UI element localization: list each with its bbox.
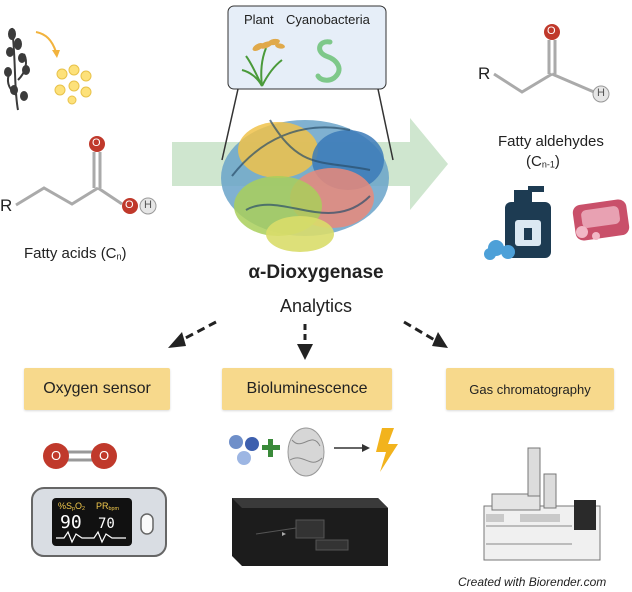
plant-icon (241, 47, 283, 87)
fatty-acid-o-top-label: O (92, 137, 101, 149)
oximeter-screen (52, 498, 132, 546)
oximeter-wave (56, 530, 126, 544)
fatty-acid-molecule (15, 152, 123, 207)
source-panel (227, 5, 387, 90)
spo2-sub2: 2 (82, 505, 86, 512)
fatty-aldehyde-h (592, 85, 610, 103)
bubbles-icon (484, 240, 515, 260)
substrate-dot-1 (229, 435, 243, 449)
spo2-prefix: %S (58, 501, 73, 511)
oximeter-pr-value: 70 (98, 516, 115, 532)
fatty-aldehyde-molecule (493, 40, 595, 94)
gas-chromatograph-icon (483, 447, 601, 561)
fatty-aldehyde-label-sub: n-1 (541, 159, 555, 170)
spo2-mid: O (75, 501, 83, 511)
fatty-acid-r-group: R (0, 196, 13, 215)
reaction-arrow-head (362, 444, 370, 452)
dashed-arrow-left-head (168, 332, 186, 348)
fatty-acid-label-sub: n (116, 251, 122, 262)
enzyme-icon (287, 427, 325, 477)
fatty-acid-label-suffix: ) (121, 245, 127, 262)
substrate-dot-3 (237, 451, 251, 465)
substrate-dot-2 (245, 437, 259, 451)
method-oxygen-sensor: Oxygen sensor (24, 368, 170, 410)
fatty-aldehyde-r-group: R (478, 64, 491, 83)
soap-bubbles-icon (576, 226, 600, 240)
fatty-acid-h (139, 197, 157, 215)
o2-atom-right-label: O (99, 448, 110, 463)
plate-reader-icon (232, 498, 388, 566)
grain-icon (252, 38, 285, 51)
protein-structure-icon (221, 119, 389, 252)
dashed-arrow-left (177, 320, 217, 344)
fatty-acid-h-label: H (144, 199, 152, 211)
enzyme-name: α-Dioxygenase (248, 262, 384, 283)
fatty-aldehyde-label-suffix: ) (554, 153, 560, 170)
curved-arrow-icon (35, 31, 57, 53)
enzyme-subtitle: Analytics (279, 296, 353, 316)
method-bioluminescence: Bioluminescence (222, 368, 392, 410)
fatty-acid-o-top (89, 136, 105, 152)
dashed-arrow-right-head (432, 332, 448, 348)
seeds-icon (54, 64, 92, 105)
credit-text: Created with Biorender.com (458, 575, 607, 589)
fatty-aldehyde-o (544, 24, 560, 40)
dashed-arrow-right (403, 320, 439, 344)
fatty-aldehyde-h-label: H (597, 87, 605, 99)
oximeter-spo2-value: 90 (60, 512, 82, 533)
herb-icon (4, 27, 30, 111)
fatty-aldehyde-o-label: O (547, 25, 556, 37)
spo2-sub1: p (72, 505, 76, 512)
method-gas-chromatography: Gas chromatography (446, 368, 614, 410)
fatty-acid-label: Fatty acids (Cn) (24, 245, 127, 262)
o2-atom-right (91, 443, 117, 469)
o2-atom-left-label: O (51, 448, 62, 463)
lightning-icon (376, 428, 398, 472)
fatty-aldehyde-label-line2: (Cn-1) (526, 153, 560, 170)
cyanobacteria-icon (315, 39, 342, 83)
fatty-aldehyde-label-prefix: (C (526, 153, 542, 170)
fatty-acid-label-prefix: Fatty acids (C (24, 245, 117, 262)
pr-sub: bpm (108, 505, 120, 512)
zoom-line-left (221, 88, 239, 161)
oximeter-spo2-label: %SpO2 (58, 501, 85, 512)
curved-arrow-head (52, 50, 60, 58)
fatty-aldehyde-label-line1: Fatty aldehydes (498, 133, 604, 150)
zoom-line-right (377, 88, 394, 161)
source-cyanobacteria-label: Cyanobacteria (286, 12, 370, 27)
o2-atom-left (43, 443, 69, 469)
pr-prefix: PR (96, 501, 109, 511)
fatty-acid-o-right-label: O (125, 199, 134, 211)
plus-vertical (268, 439, 273, 457)
source-plant-label: Plant (244, 12, 274, 27)
oximeter-button (140, 513, 154, 535)
oximeter-pr-label: PRbpm (96, 501, 119, 512)
dashed-arrow-center-head (297, 344, 313, 360)
soap-bottle-icon (505, 186, 551, 258)
fatty-acid-o-right (122, 198, 138, 214)
